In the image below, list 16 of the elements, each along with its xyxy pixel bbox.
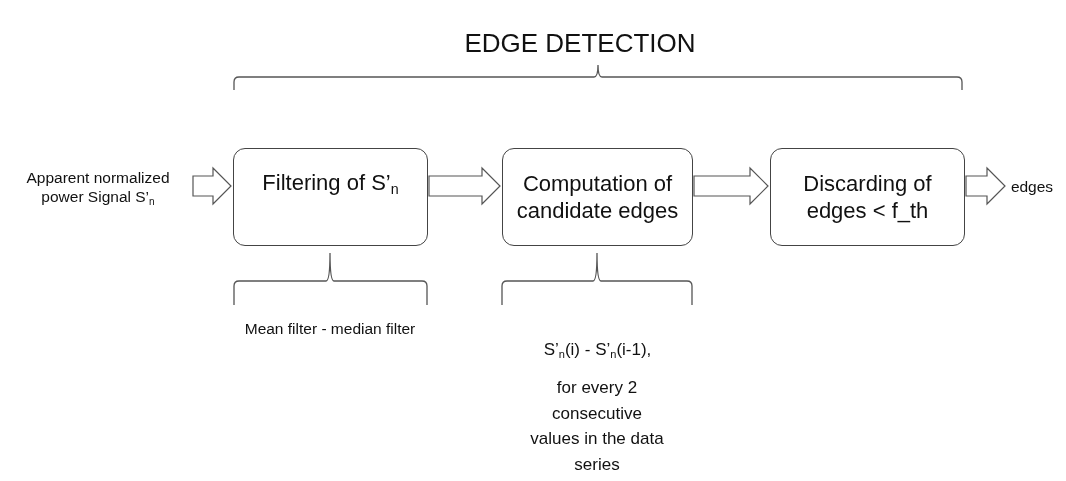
- flow-text: Apparent normalized power Signal S’$_{n}$: [4, 163, 192, 211]
- process-box: [502, 148, 693, 246]
- node-label: Computation of candidate edges: [515, 169, 680, 225]
- flow-text: edges: [1007, 176, 1057, 198]
- block-arrow: [693, 166, 769, 206]
- note-text: Mean filter - median filter: [243, 320, 417, 339]
- note-text: for every 2 consecutive values in the data series: [529, 377, 665, 476]
- node-label: Discarding of edges < f_th: [802, 169, 933, 225]
- formula-text: S’$_{n}$(i) - S’$_{n}$(i-1),: [542, 340, 653, 361]
- process-box: [233, 148, 428, 246]
- process-box: [770, 148, 965, 246]
- block-arrow: [192, 166, 232, 206]
- diagram-title: EDGE DETECTION: [463, 28, 697, 59]
- node-label: Filtering of S’$_{n}$: [262, 169, 399, 197]
- block-arrow: [965, 166, 1006, 206]
- block-arrow: [428, 166, 501, 206]
